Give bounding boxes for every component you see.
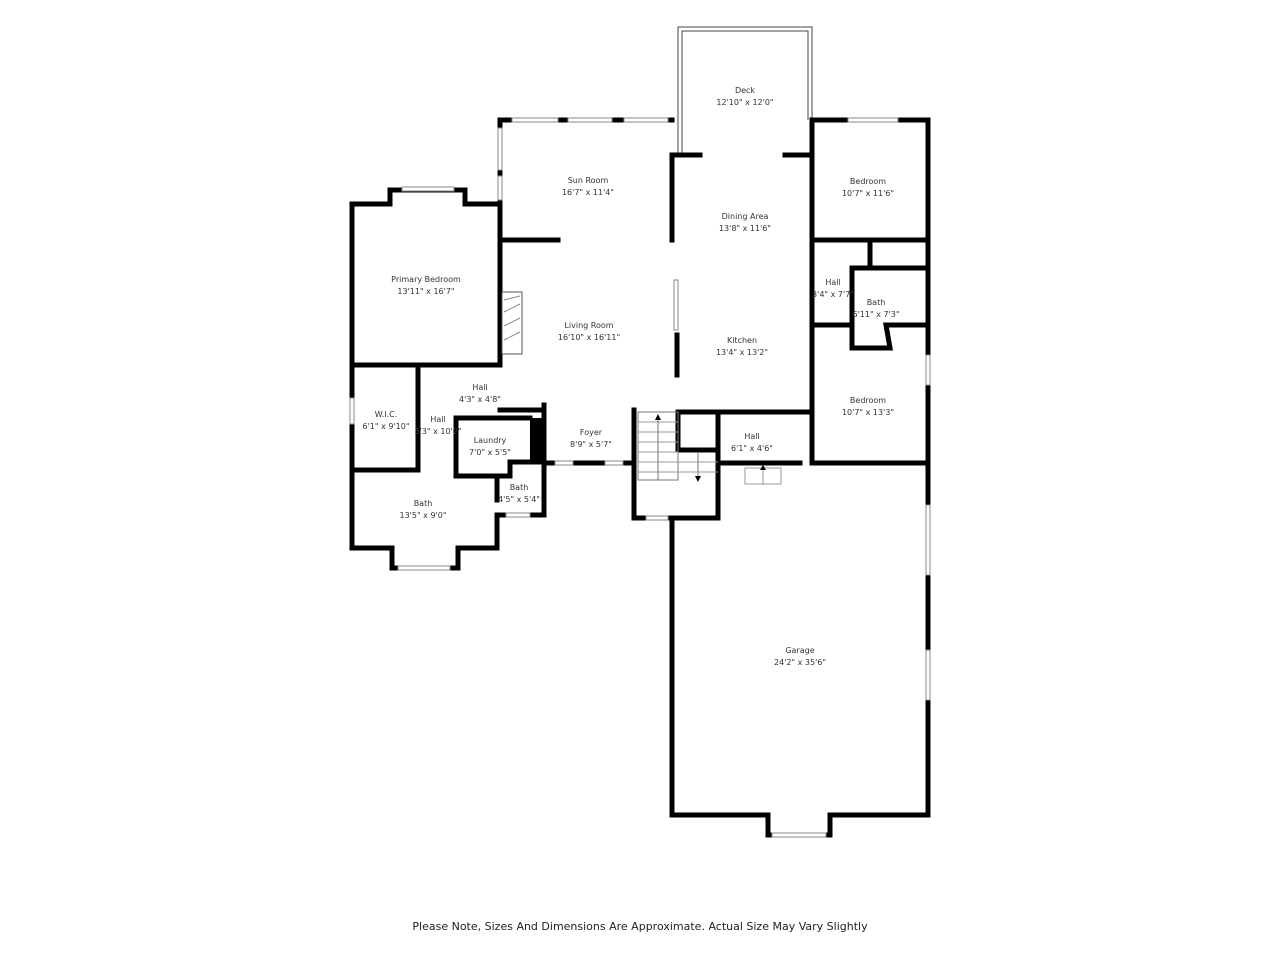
- room-dims: 13'11" x 16'7": [397, 287, 455, 296]
- room-name: Deck: [734, 86, 756, 95]
- room-garage: Garage 24'2" x 35'6": [774, 645, 826, 669]
- windows: [349, 117, 931, 838]
- room-dims: 8'9" x 5'7": [570, 440, 612, 449]
- room-bath-half: Bath 4'5" x 5'4": [498, 482, 540, 506]
- room-hall-right: Hall 3'4" x 7'7": [812, 277, 854, 301]
- room-name: Bedroom: [849, 177, 887, 186]
- room-primary-bedroom: Primary Bedroom 13'11" x 16'7": [391, 274, 461, 298]
- room-dims: 16'10" x 16'11": [557, 333, 621, 342]
- room-name: Bath: [413, 499, 433, 508]
- room-bedroom-2: Bedroom 10'7" x 13'3": [842, 395, 894, 419]
- stairs: [637, 411, 782, 485]
- room-dining-area: Dining Area 13'8" x 11'6": [719, 211, 771, 235]
- room-dims: 13'5" x 9'0": [399, 511, 447, 520]
- room-name: Hall: [472, 383, 488, 392]
- room-dims: 3'4" x 7'7": [812, 290, 854, 299]
- room-wic: W.I.C. 6'1" x 9'10": [362, 409, 409, 433]
- room-name: Hall: [744, 432, 760, 441]
- room-name: Bath: [866, 298, 886, 307]
- room-dims: 3'3" x 10'2": [414, 427, 462, 436]
- room-dims: 16'7" x 11'4": [561, 188, 615, 197]
- room-name: Dining Area: [721, 212, 769, 221]
- room-dims: 12'10" x 12'0": [716, 98, 774, 107]
- room-hall-garage: Hall 6'1" x 4'6": [731, 431, 773, 455]
- room-name: Laundry: [473, 436, 507, 445]
- room-dims: 4'3" x 4'8": [459, 395, 501, 404]
- room-laundry: Laundry 7'0" x 5'5": [469, 435, 511, 459]
- room-bath-right: Bath 6'11" x 7'3": [852, 297, 899, 321]
- room-bath-primary: Bath 13'5" x 9'0": [399, 498, 446, 522]
- room-name: W.I.C.: [374, 410, 398, 419]
- room-dims: 6'11" x 7'3": [852, 310, 900, 319]
- room-hall-small: Hall 4'3" x 4'8": [459, 382, 501, 406]
- room-dims: 13'8" x 11'6": [718, 224, 772, 233]
- room-name: Sun Room: [567, 176, 609, 185]
- room-sun-room: Sun Room 16'7" x 11'4": [562, 175, 614, 199]
- room-name: Hall: [430, 415, 446, 424]
- room-name: Bath: [509, 483, 529, 492]
- disclaimer-note: Please Note, Sizes And Dimensions Are Ap…: [412, 920, 868, 933]
- room-bedroom-1: Bedroom 10'7" x 11'6": [842, 176, 894, 200]
- room-dims: 10'7" x 13'3": [841, 408, 895, 417]
- room-dims: 7'0" x 5'5": [469, 448, 511, 457]
- room-dims: 13'4" x 13'2": [715, 348, 769, 357]
- room-name: Garage: [785, 646, 815, 655]
- room-name: Hall: [825, 278, 841, 287]
- room-name: Living Room: [564, 321, 614, 330]
- room-dims: 24'2" x 35'6": [773, 658, 827, 667]
- room-name: Bedroom: [849, 396, 887, 405]
- room-name: Primary Bedroom: [391, 275, 461, 284]
- room-kitchen: Kitchen 13'4" x 13'2": [716, 335, 768, 359]
- room-name: Kitchen: [726, 336, 758, 345]
- room-deck: Deck 12'10" x 12'0": [716, 85, 773, 109]
- room-dims: 4'5" x 5'4": [498, 495, 540, 504]
- room-dims: 6'1" x 9'10": [362, 422, 410, 431]
- fireplace: [501, 291, 523, 355]
- walls: [349, 117, 931, 838]
- room-foyer: Foyer 8'9" x 5'7": [570, 427, 612, 451]
- deck-outline: [677, 26, 813, 155]
- room-dims: 10'7" x 11'6": [841, 189, 895, 198]
- room-living-room: Living Room 16'10" x 16'11": [558, 320, 620, 344]
- room-name: Foyer: [579, 428, 603, 437]
- room-hall-left: Hall 3'3" x 10'2": [414, 414, 461, 438]
- room-dims: 6'1" x 4'6": [731, 444, 773, 453]
